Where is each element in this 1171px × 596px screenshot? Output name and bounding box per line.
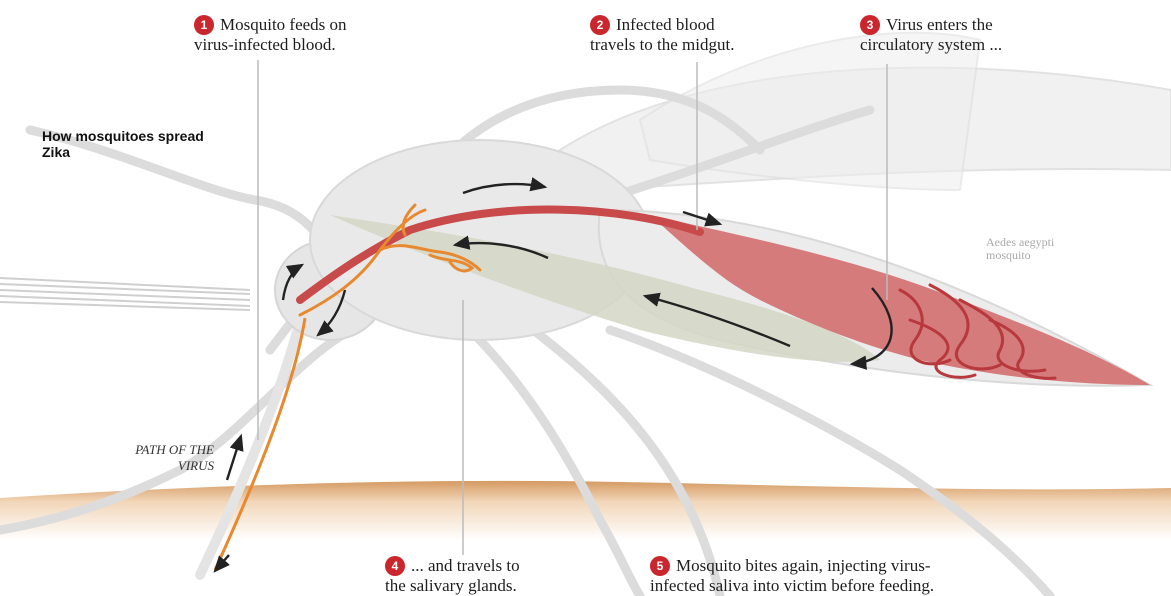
step-2-badge: 2 [590, 15, 610, 35]
antennae [0, 278, 250, 310]
step-5-line1: Mosquito bites again, injecting virus- [676, 556, 931, 575]
step-2-line1: Infected blood [616, 15, 715, 34]
step-1-line1: Mosquito feeds on [220, 15, 347, 34]
path-of-virus-label: PATH OF THE VIRUS [104, 442, 214, 474]
step-4-caption: 4 ... and travels to the salivary glands. [385, 556, 520, 595]
step-2-caption: 2 Infected blood travels to the midgut. [590, 15, 734, 54]
step-1-caption: 1 Mosquito feeds on virus-infected blood. [194, 15, 347, 54]
step-4-line2: the salivary glands. [385, 576, 517, 595]
step-3-badge: 3 [860, 15, 880, 35]
step-5-line2: infected saliva into victim before feedi… [650, 576, 934, 595]
step-3-caption: 3 Virus enters the circulatory system ... [860, 15, 1002, 54]
step-1-badge: 1 [194, 15, 214, 35]
step-2-line2: travels to the midgut. [590, 35, 734, 54]
step-1-line2: virus-infected blood. [194, 35, 336, 54]
headline: How mosquitoes spread Zika [42, 128, 212, 160]
step-3-line2: circulatory system ... [860, 35, 1002, 54]
step-4-line1: ... and travels to [411, 556, 520, 575]
step-5-badge: 5 [650, 556, 670, 576]
species-label: Aedes aegypti mosquito [986, 236, 1078, 262]
step-4-badge: 4 [385, 556, 405, 576]
step-3-line1: Virus enters the [886, 15, 993, 34]
